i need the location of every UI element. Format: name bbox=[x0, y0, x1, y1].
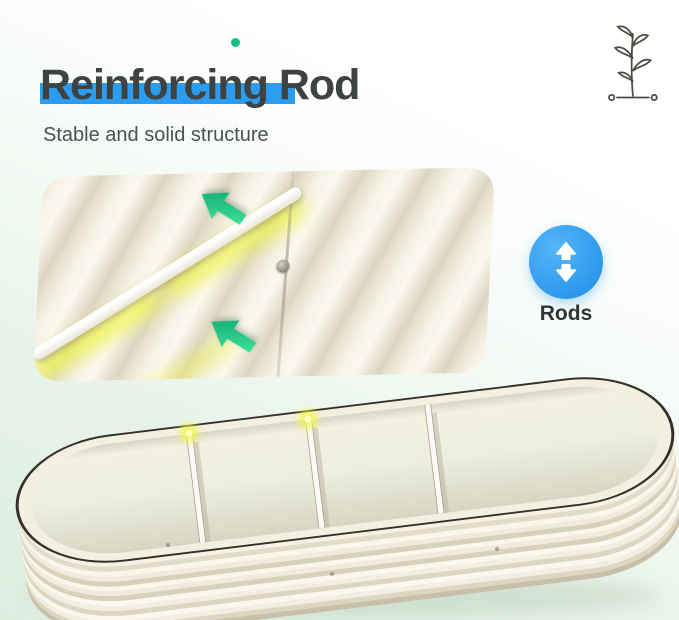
bed-rim bbox=[8, 365, 679, 575]
page-title: Reinforcing Rod bbox=[40, 60, 360, 109]
rod-closeup-photo bbox=[33, 167, 495, 382]
bed-body bbox=[8, 365, 679, 620]
plant-sprout-icon bbox=[608, 25, 658, 102]
arrow-down-left-icon bbox=[211, 320, 257, 353]
rod-attachment-glow bbox=[180, 410, 317, 442]
title-accent-dot bbox=[231, 38, 240, 47]
bed-interior bbox=[24, 377, 666, 563]
crossbar-rods bbox=[186, 403, 450, 549]
title-highlight-bar bbox=[40, 83, 295, 104]
rods-label: Rods bbox=[539, 302, 593, 325]
bed-corrugated-walls bbox=[10, 372, 679, 620]
highlight-streak bbox=[33, 285, 167, 382]
rivet-dots bbox=[165, 542, 500, 577]
bed-ground-shadow bbox=[27, 574, 663, 618]
up-down-arrow-icon bbox=[556, 242, 576, 283]
page-subtitle: Stable and solid structure bbox=[43, 124, 269, 146]
rods-badge bbox=[529, 225, 603, 299]
arrow-down-left-icon bbox=[201, 192, 247, 225]
screw-icon bbox=[276, 259, 290, 273]
